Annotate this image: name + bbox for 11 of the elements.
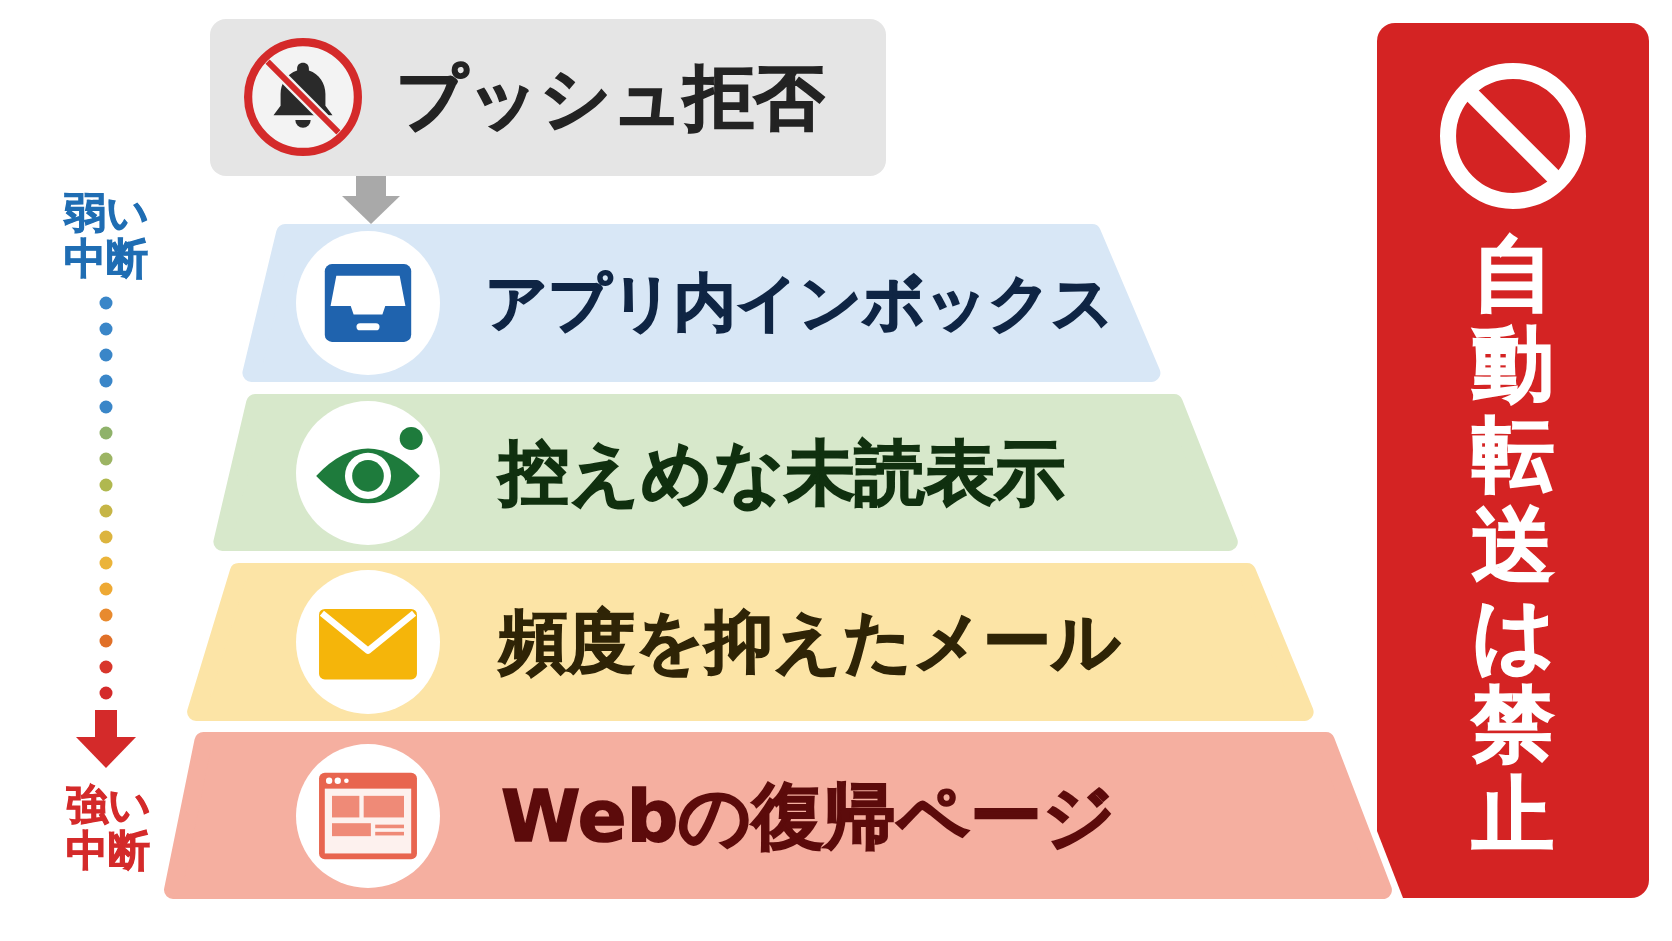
tier-label: Webの復帰ページ bbox=[501, 772, 1117, 859]
scale-label: 弱い中断 bbox=[62, 190, 150, 283]
header-card bbox=[210, 19, 886, 176]
tier-label: 頻度を抑えたメール bbox=[499, 601, 1121, 683]
tier-label: 控えめな未読表示 bbox=[499, 430, 1065, 515]
scale-label: 強い中断 bbox=[64, 782, 152, 875]
card-label: プッシュ拒否 bbox=[396, 55, 824, 140]
arrow bbox=[342, 176, 400, 224]
tier-label: アプリ内インボックス bbox=[485, 265, 1114, 341]
warning-panel bbox=[1377, 23, 1649, 898]
vertical-label: 自動転送は禁止 bbox=[1472, 229, 1554, 861]
